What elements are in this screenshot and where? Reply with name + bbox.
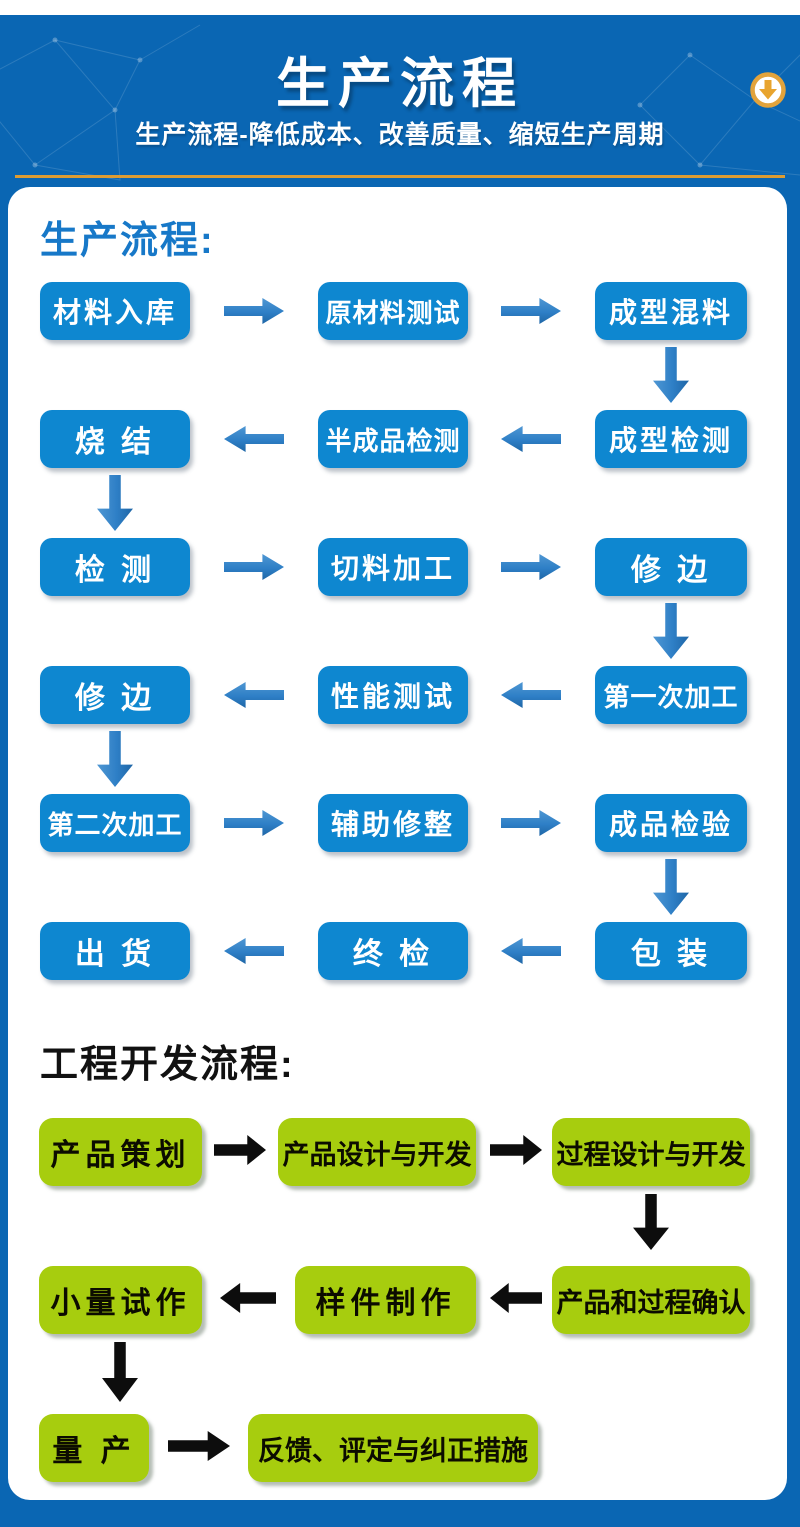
page-subtitle: 生产流程-降低成本、改善质量、缩短生产周期: [135, 121, 665, 149]
arrow-left-icon: [224, 426, 284, 452]
arrow-left-icon: [501, 426, 561, 452]
process-step: 切料加工: [318, 538, 468, 596]
arrow-down-icon: [653, 347, 689, 403]
arrow-right-icon: [490, 1135, 542, 1165]
process-step: 第二次加工: [40, 794, 190, 852]
top-white-strip: [0, 0, 800, 15]
header-banner: 生产流程 生产流程-降低成本、改善质量、缩短生产周期: [0, 15, 800, 187]
arrow-down-icon: [97, 731, 133, 787]
arrow-right-icon: [224, 810, 284, 836]
arrow-left-icon: [220, 1283, 276, 1313]
process-step: 原材料测试: [318, 282, 468, 340]
arrow-right-icon: [168, 1431, 230, 1461]
arrow-left-icon: [501, 682, 561, 708]
arrow-right-icon: [214, 1135, 266, 1165]
arrow-right-icon: [224, 298, 284, 324]
arrow-right-icon: [224, 554, 284, 580]
content-card: 生产流程: 材料入库 原材料测试 成型混料 烧 结 半成品检测 成型检测 检 测…: [8, 187, 787, 1500]
arrow-down-icon: [653, 859, 689, 915]
arrow-left-icon: [490, 1283, 542, 1313]
process-step: 出 货: [40, 922, 190, 980]
page-title: 生产流程: [276, 54, 524, 114]
arrow-left-icon: [224, 682, 284, 708]
dev-step: 样件制作: [295, 1266, 476, 1334]
process-step: 烧 结: [40, 410, 190, 468]
process-step: 材料入库: [40, 282, 190, 340]
process-step: 性能测试: [318, 666, 468, 724]
process-step: 终 检: [318, 922, 468, 980]
arrow-left-icon: [501, 938, 561, 964]
dev-step: 产品设计与开发: [278, 1118, 476, 1186]
arrow-down-icon: [102, 1342, 138, 1402]
gold-divider-line: [15, 175, 785, 178]
arrow-down-icon: [653, 603, 689, 659]
process-step: 包 装: [595, 922, 747, 980]
process-step: 成品检验: [595, 794, 747, 852]
process-step: 修 边: [40, 666, 190, 724]
arrow-down-icon: [633, 1194, 669, 1250]
dev-step: 产品和过程确认: [552, 1266, 750, 1334]
arrow-right-icon: [501, 554, 561, 580]
dev-step: 量 产: [39, 1414, 149, 1482]
process-step: 成型检测: [595, 410, 747, 468]
arrow-right-icon: [501, 298, 561, 324]
dev-step: 产品策划: [39, 1118, 202, 1186]
arrow-right-icon: [501, 810, 561, 836]
engineering-flow-heading: 工程开发流程:: [40, 1044, 295, 1086]
process-step: 修 边: [595, 538, 747, 596]
process-step: 半成品检测: [318, 410, 468, 468]
process-step: 辅助修整: [318, 794, 468, 852]
process-step: 成型混料: [595, 282, 747, 340]
process-step: 第一次加工: [595, 666, 747, 724]
dev-step: 小量试作: [39, 1266, 202, 1334]
process-step: 检 测: [40, 538, 190, 596]
production-flow-heading: 生产流程:: [40, 220, 215, 262]
dev-step: 反馈、评定与纠正措施: [248, 1414, 538, 1482]
arrow-left-icon: [224, 938, 284, 964]
arrow-down-icon: [97, 475, 133, 531]
download-icon[interactable]: [748, 70, 788, 110]
dev-step: 过程设计与开发: [552, 1118, 750, 1186]
